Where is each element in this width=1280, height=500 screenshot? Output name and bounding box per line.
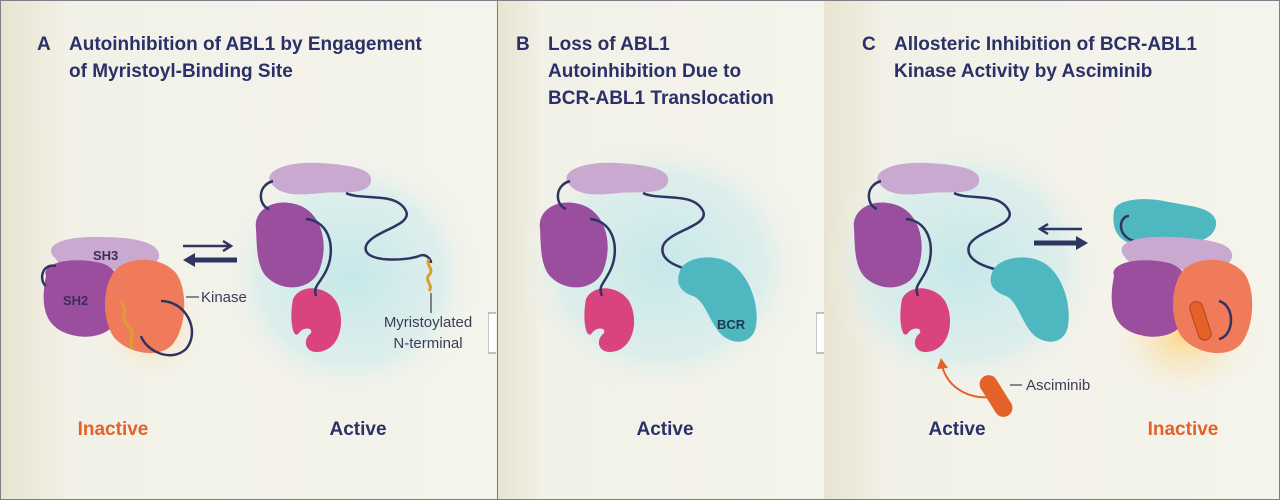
panel-a-letter: A xyxy=(37,34,51,55)
state-inactive-c: Inactive xyxy=(1147,419,1219,440)
panel-a-heading: A Autoinhibition of ABL1 by Engagement o… xyxy=(37,31,486,85)
sh3-domain-active xyxy=(269,162,372,195)
bound-asciminib xyxy=(1189,301,1212,341)
bcr-domain xyxy=(678,257,757,342)
panel-b-heading: B Loss of ABL1 Autoinhibition Due to BCR… xyxy=(516,31,814,112)
linker-sh3-sh2-active xyxy=(259,179,274,211)
state-inactive-a: Inactive xyxy=(77,419,149,440)
myristoyl-chain-free xyxy=(426,258,433,292)
sh3-domain-c xyxy=(877,162,980,195)
sh2-domain-b xyxy=(539,202,608,288)
linker-sh2-kinase-b xyxy=(589,217,617,297)
linker-inactive-c xyxy=(1218,299,1233,341)
reverse-arrow-head-c xyxy=(1037,222,1049,236)
linker-to-bcr xyxy=(642,191,705,273)
state-active-a: Active xyxy=(329,419,387,440)
sh2-label: SH2 xyxy=(63,293,89,308)
panel-b: B Loss of ABL1 Autoinhibition Due to BCR… xyxy=(497,1,824,499)
panel-c-illustration xyxy=(824,136,1264,417)
forward-arrow-head xyxy=(222,239,234,253)
sh3-label: SH3 xyxy=(93,248,119,263)
linker-sh3-sh2-b xyxy=(556,179,571,211)
reverse-arrow-head xyxy=(183,253,195,267)
sh2-domain-inactive-c xyxy=(1111,260,1190,337)
panel-b-letter: B xyxy=(516,34,530,55)
panel-c: C Allosteric Inhibition of BCR-ABL1 Kina… xyxy=(824,1,1279,499)
kinase-domain-active xyxy=(291,288,342,352)
kinase-domain-c xyxy=(900,288,951,352)
forward-arrow-head-c xyxy=(1076,236,1088,250)
bcr-label: BCR xyxy=(717,317,746,332)
sh2-domain-c xyxy=(853,202,922,288)
linker-sh3-sh2-inactive xyxy=(40,264,57,288)
panel-a-title: Autoinhibition of ABL1 by Engagement of … xyxy=(69,34,422,82)
panel-b-illustration xyxy=(518,136,808,396)
myristoylated-label: Myristoylated N-terminal xyxy=(383,314,473,352)
sh2-domain-active xyxy=(255,202,324,288)
state-active-b: Active xyxy=(636,419,694,440)
n-terminal-tail xyxy=(345,191,433,264)
kinase-domain-inactive-c xyxy=(1173,259,1253,354)
state-active-c: Active xyxy=(928,419,986,440)
panel-b-title: Loss of ABL1 Autoinhibition Due to BCR-A… xyxy=(548,34,774,109)
asciminib-label: Asciminib xyxy=(1026,377,1091,394)
linker-sh2-kinase-active xyxy=(305,217,333,297)
kinase-label: Kinase xyxy=(201,289,247,306)
linker-sh2-kinase-c xyxy=(905,217,933,297)
linker-to-bcr-c xyxy=(953,191,1011,273)
linker-inactive xyxy=(139,299,194,357)
kinase-domain-b xyxy=(584,288,635,352)
panel-a: A Autoinhibition of ABL1 by Engagement o… xyxy=(1,1,496,499)
myristoyl-chain-bound xyxy=(119,300,135,350)
binding-arrow-head xyxy=(937,358,948,369)
linker-sh3-sh2-c xyxy=(867,179,882,211)
kinase-domain-inactive xyxy=(105,259,185,354)
panel-a-illustration xyxy=(40,151,481,401)
bcr-domain-inactive xyxy=(1113,199,1217,245)
sh3-domain-b xyxy=(566,162,669,195)
sh2-domain-inactive xyxy=(43,260,122,337)
panel-transition-arrow-ab xyxy=(488,312,496,354)
linker-bcr-inactive xyxy=(1119,214,1135,243)
panel-c-heading: C Allosteric Inhibition of BCR-ABL1 Kina… xyxy=(862,31,1269,85)
asciminib-molecule xyxy=(979,375,1013,417)
panel-c-title: Allosteric Inhibition of BCR-ABL1 Kinase… xyxy=(894,34,1197,82)
panel-c-letter: C xyxy=(862,34,876,55)
bcr-domain-c xyxy=(990,257,1069,342)
